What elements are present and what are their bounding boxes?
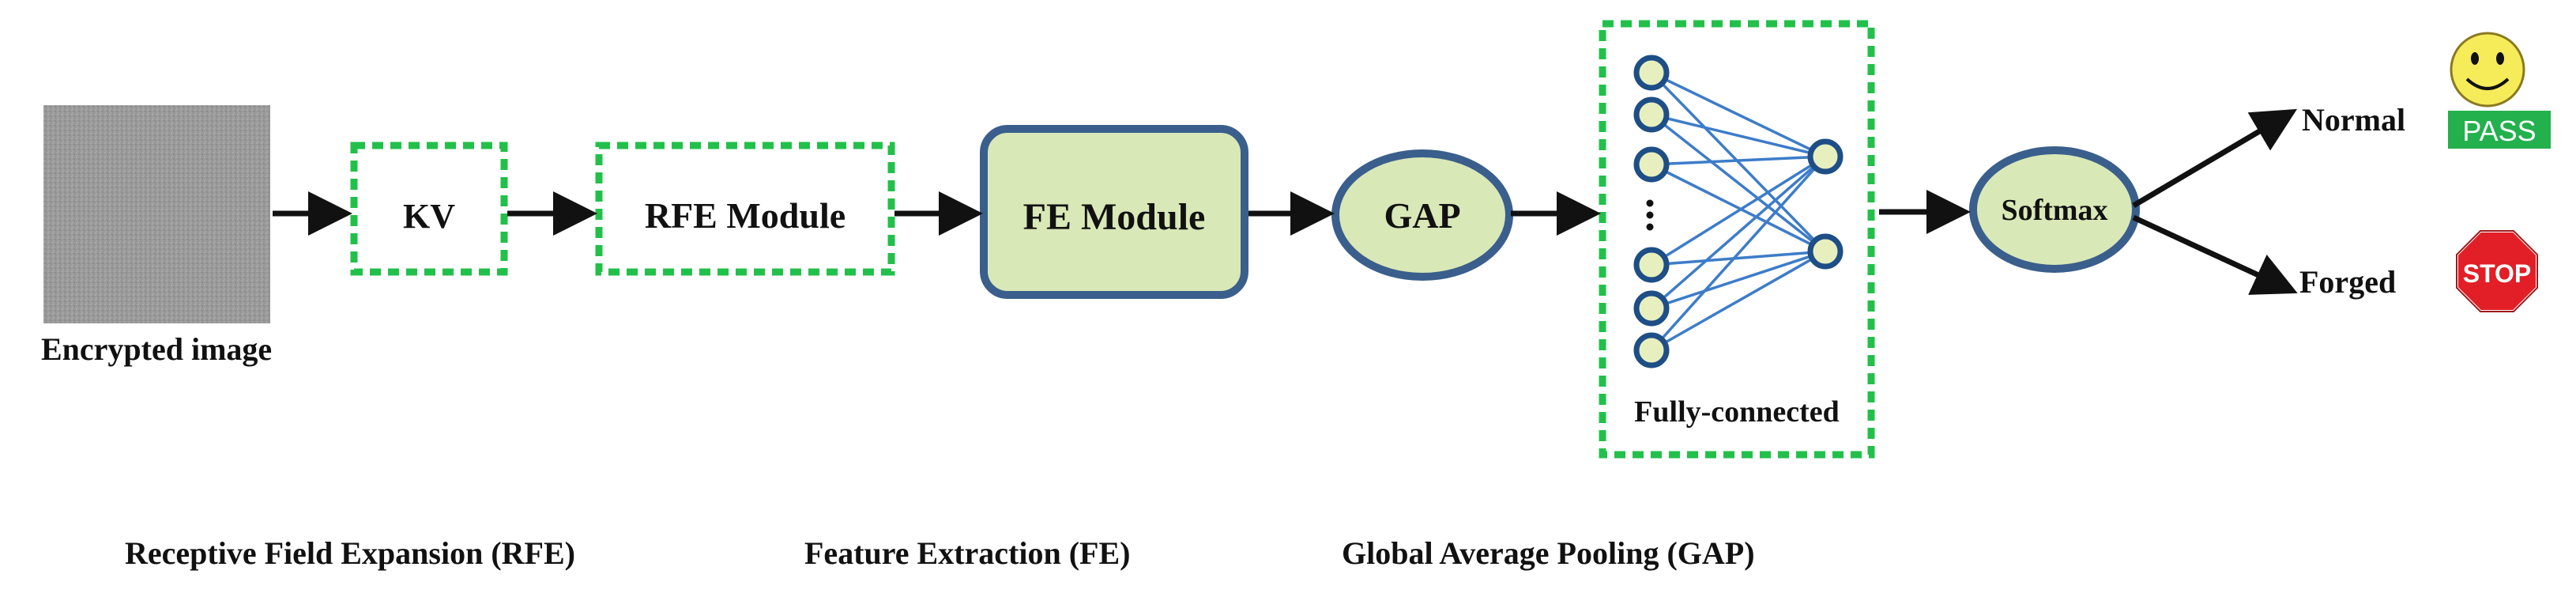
ellipsis-dots xyxy=(1646,199,1654,231)
fully-connected-label: Fully-connected xyxy=(1634,395,1840,429)
fc-edge xyxy=(1651,250,1826,266)
fc-edge xyxy=(1651,155,1826,166)
fc-input-node xyxy=(1633,146,1670,183)
arrow-softmax-to-normal xyxy=(2132,108,2298,209)
rfe-module-label: RFE Module xyxy=(645,195,845,236)
fe-module-block xyxy=(980,125,1248,299)
fc-edge xyxy=(1651,155,1826,266)
fe-module-label: FE Module xyxy=(1023,196,1206,238)
fc-edge xyxy=(1651,250,1826,310)
arrow-softmax-to-forged xyxy=(2132,214,2298,295)
normal-label: Normal xyxy=(2302,102,2405,138)
fc-connections xyxy=(1650,71,1827,352)
fc-edge xyxy=(1651,250,1826,352)
forged-label: Forged xyxy=(2299,264,2396,300)
fully-connected-block xyxy=(1599,20,1875,459)
fc-input-node xyxy=(1633,247,1670,283)
fc-nodes xyxy=(1633,55,1843,368)
fc-edge xyxy=(1651,163,1826,253)
fc-output-node xyxy=(1807,138,1843,175)
pass-badge xyxy=(2448,111,2551,149)
fc-input-node xyxy=(1633,332,1670,368)
fc-input-node xyxy=(1633,290,1670,327)
fc-edge xyxy=(1650,155,1827,310)
kv-label: KV xyxy=(403,197,455,236)
flow-arrows xyxy=(273,108,2298,295)
fc-edge xyxy=(1650,155,1827,352)
kv-block xyxy=(350,142,508,276)
legend-fe: Feature Extraction (FE) xyxy=(804,535,1130,571)
encrypted-image xyxy=(43,105,270,323)
gap-block xyxy=(1331,149,1513,281)
gap-label: GAP xyxy=(1384,195,1460,236)
fc-output-node xyxy=(1807,233,1843,270)
stop-sign-label: STOP xyxy=(2463,259,2532,288)
softmax-block xyxy=(1969,146,2140,273)
legend-gap: Global Average Pooling (GAP) xyxy=(1342,535,1755,571)
smiley-icon xyxy=(2450,32,2525,108)
fc-input-node xyxy=(1633,55,1670,91)
fc-edge xyxy=(1650,71,1827,253)
stop-sign-icon xyxy=(2455,229,2539,313)
fc-edge xyxy=(1651,113,1826,158)
rfe-module-block xyxy=(595,142,895,276)
legend-rfe: Receptive Field Expansion (RFE) xyxy=(125,535,575,571)
encrypted-image-caption: Encrypted image xyxy=(41,331,272,367)
fc-edge xyxy=(1651,71,1826,158)
fc-input-node xyxy=(1633,96,1670,133)
pass-badge-label: PASS xyxy=(2462,115,2536,147)
fc-edge xyxy=(1650,113,1827,253)
softmax-label: Softmax xyxy=(2001,194,2107,227)
